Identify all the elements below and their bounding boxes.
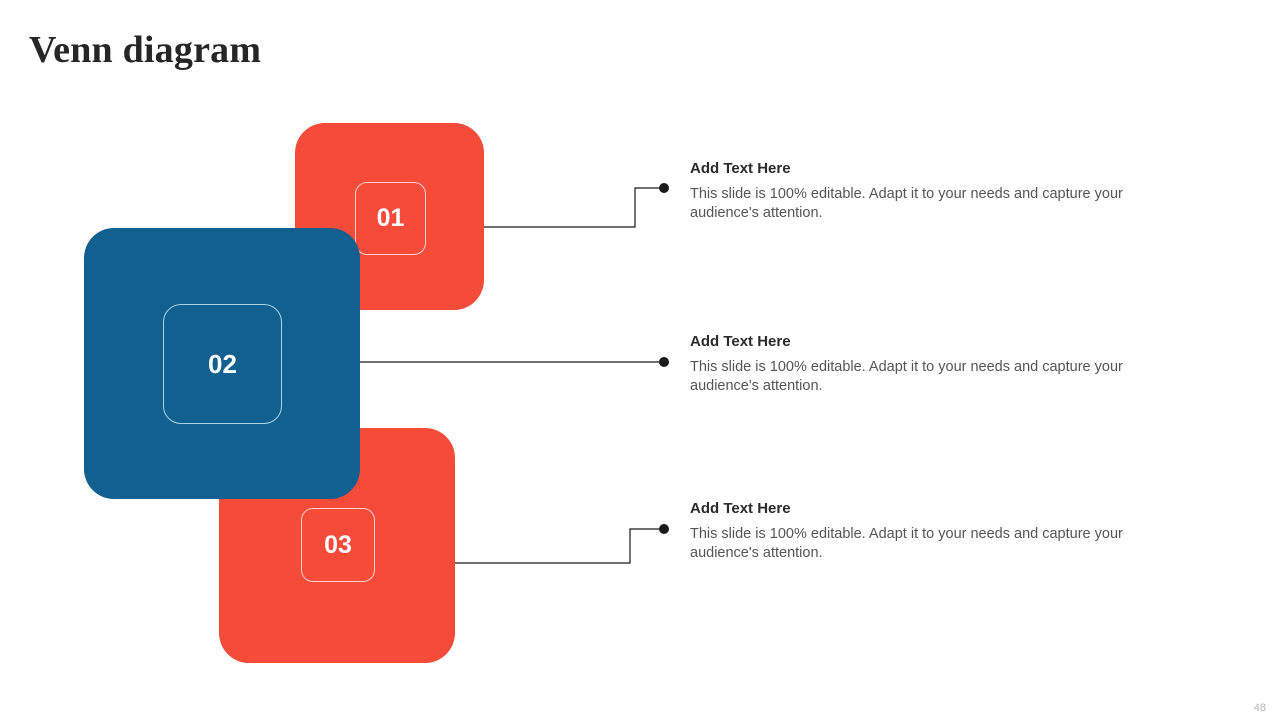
text-body-02: This slide is 100% editable. Adapt it to… [690,359,1123,394]
page-title: Venn diagram [29,29,262,71]
text-heading-02: Add Text Here [690,333,791,350]
page-number: 48 [1253,702,1266,714]
number-badge-01: 01 [355,182,426,255]
number-badge-02-label: 02 [208,348,237,379]
number-badge-02: 02 [163,304,282,424]
text-heading-01: Add Text Here [690,160,791,177]
number-badge-01-label: 01 [376,204,405,232]
text-block-02: Add Text Here This slide is 100% editabl… [690,332,1170,396]
text-body-01: This slide is 100% editable. Adapt it to… [690,186,1123,221]
text-block-01: Add Text Here This slide is 100% editabl… [690,159,1170,223]
number-badge-03: 03 [301,508,375,582]
venn-square-02[interactable]: 02 [84,228,360,499]
venn-diagram-group: 01 03 02 [84,123,484,663]
number-badge-03-label: 03 [324,530,352,559]
text-body-03: This slide is 100% editable. Adapt it to… [690,526,1123,561]
text-block-03: Add Text Here This slide is 100% editabl… [690,499,1170,563]
text-heading-03: Add Text Here [690,500,791,517]
